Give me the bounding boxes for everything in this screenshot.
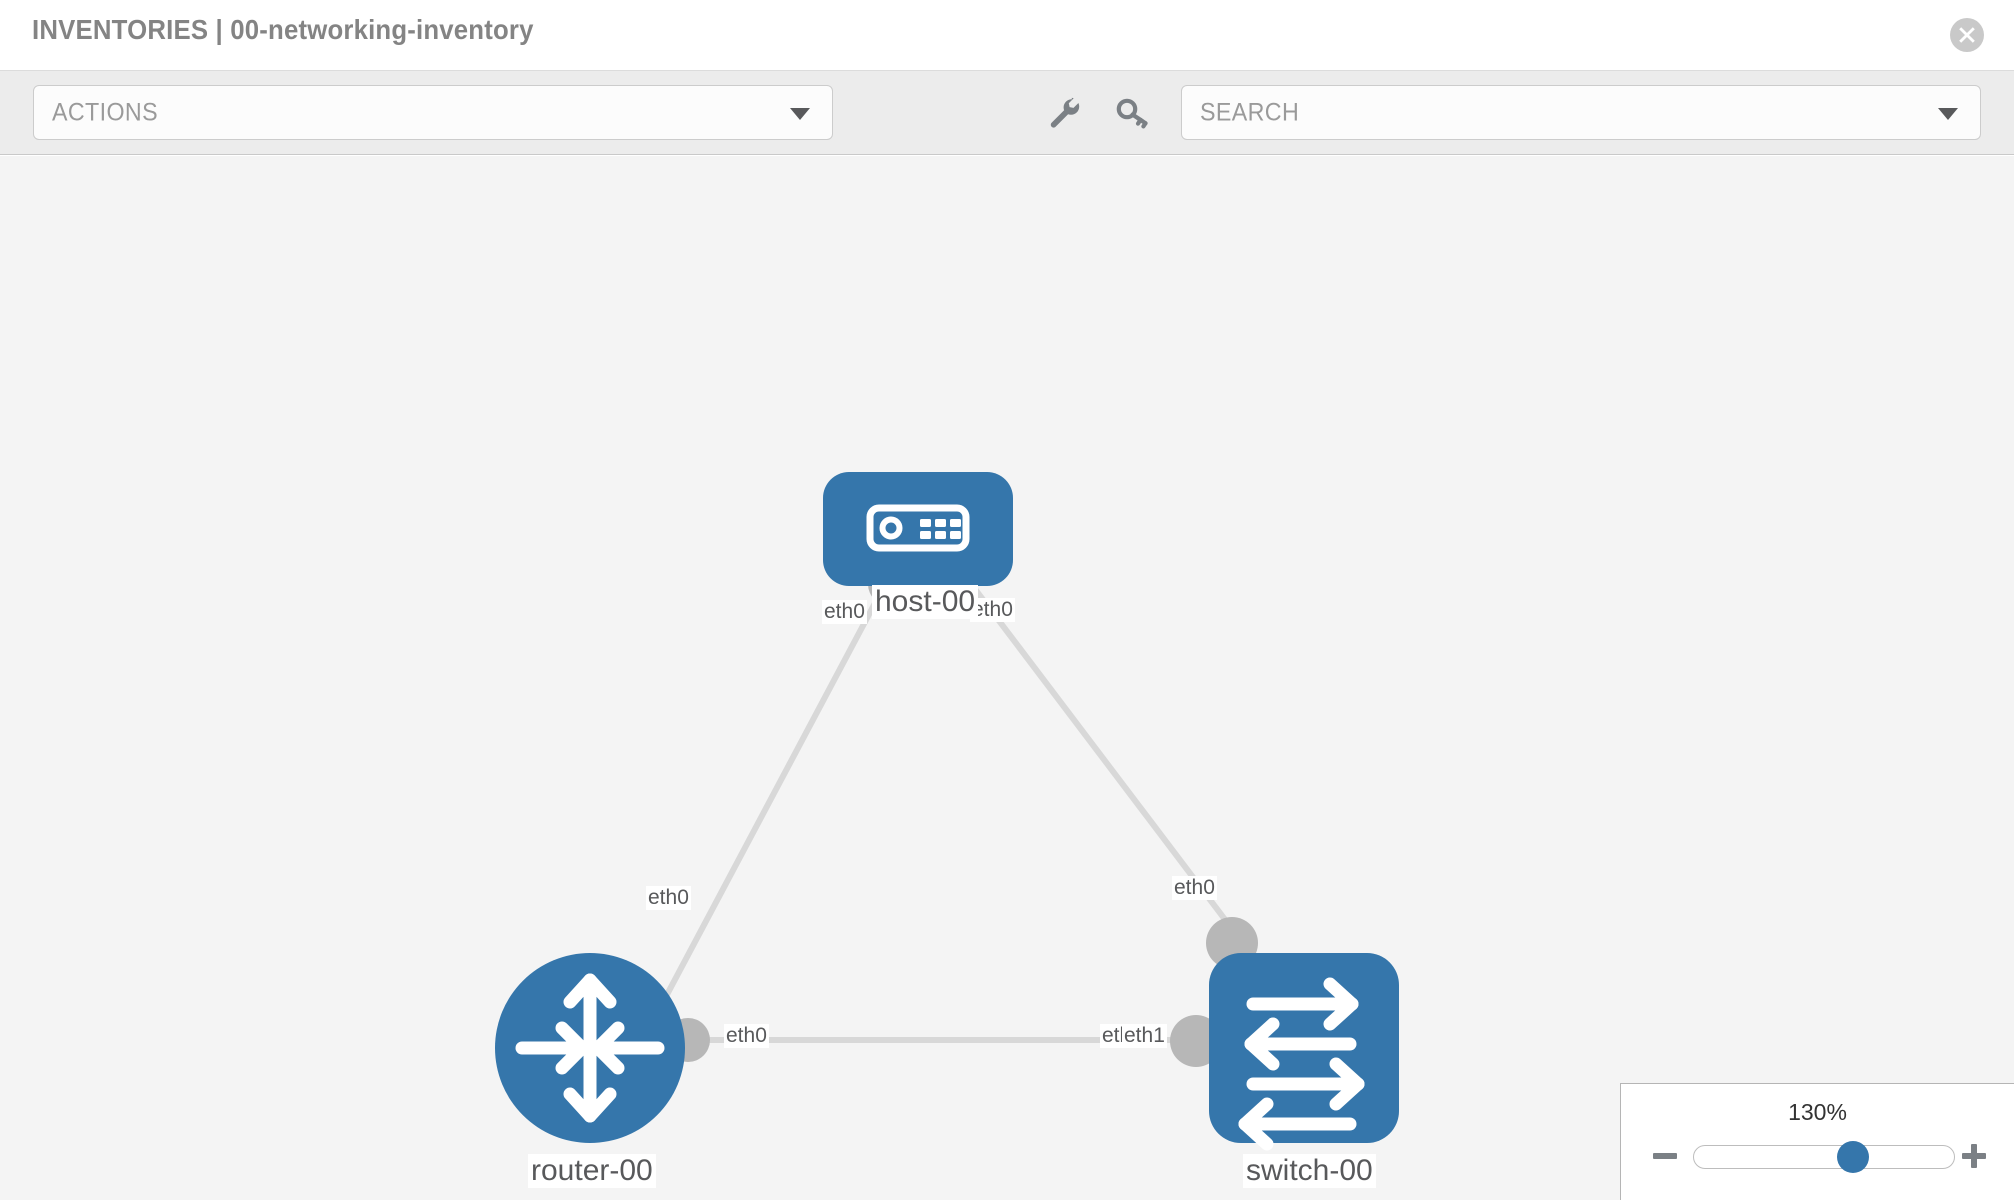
wrench-icon[interactable] xyxy=(1046,95,1082,131)
close-icon[interactable] xyxy=(1950,18,1984,52)
ports xyxy=(666,562,1258,1067)
search-input[interactable]: SEARCH xyxy=(1181,85,1981,140)
node-label-host-00: host-00 xyxy=(872,585,979,619)
page-title: INVENTORIES | 00-networking-inventory xyxy=(32,14,534,45)
zoom-out-button[interactable] xyxy=(1649,1140,1681,1172)
topology-canvas[interactable]: eth0 eth0 eth0 eth0 eth0 eth0 eth1 host-… xyxy=(0,156,2014,1200)
node-router-00 xyxy=(495,953,685,1143)
port-label-switch-up: eth0 xyxy=(1172,876,1217,901)
actions-dropdown[interactable]: ACTIONS xyxy=(33,85,833,140)
key-icon[interactable] xyxy=(1114,95,1150,131)
port-label-router-up: eth0 xyxy=(646,886,691,911)
node-label-switch-00: switch-00 xyxy=(1243,1154,1376,1188)
zoom-control-panel: 130% xyxy=(1620,1083,2014,1200)
server-icon xyxy=(866,504,970,552)
zoom-slider-row xyxy=(1621,1136,2014,1176)
page-header: INVENTORIES | 00-networking-inventory xyxy=(0,0,2014,70)
switch-arrows-icon xyxy=(1238,977,1365,1151)
search-placeholder: SEARCH xyxy=(1200,98,1300,126)
zoom-in-button[interactable] xyxy=(1958,1140,1990,1172)
actions-dropdown-label: ACTIONS xyxy=(52,98,158,126)
zoom-slider-thumb[interactable] xyxy=(1836,1141,1869,1173)
link-host-router xyxy=(642,554,903,1038)
node-host-00 xyxy=(823,472,1013,586)
port-label-router-right: eth0 xyxy=(724,1024,769,1049)
toolbar: ACTIONS SEARCH xyxy=(0,70,2014,155)
zoom-slider[interactable] xyxy=(1693,1141,1955,1173)
chevron-down-icon xyxy=(790,107,810,120)
port-label-host-left: eth0 xyxy=(822,600,867,625)
node-switch-00 xyxy=(1209,953,1399,1151)
port-label-switch-left-b: eth1 xyxy=(1122,1024,1167,1049)
router-arrows-icon xyxy=(515,973,665,1123)
links xyxy=(642,554,1248,1043)
chevron-down-icon xyxy=(1938,107,1958,120)
node-label-router-00: router-00 xyxy=(528,1154,656,1188)
zoom-level-value: 130% xyxy=(1788,1099,1847,1125)
